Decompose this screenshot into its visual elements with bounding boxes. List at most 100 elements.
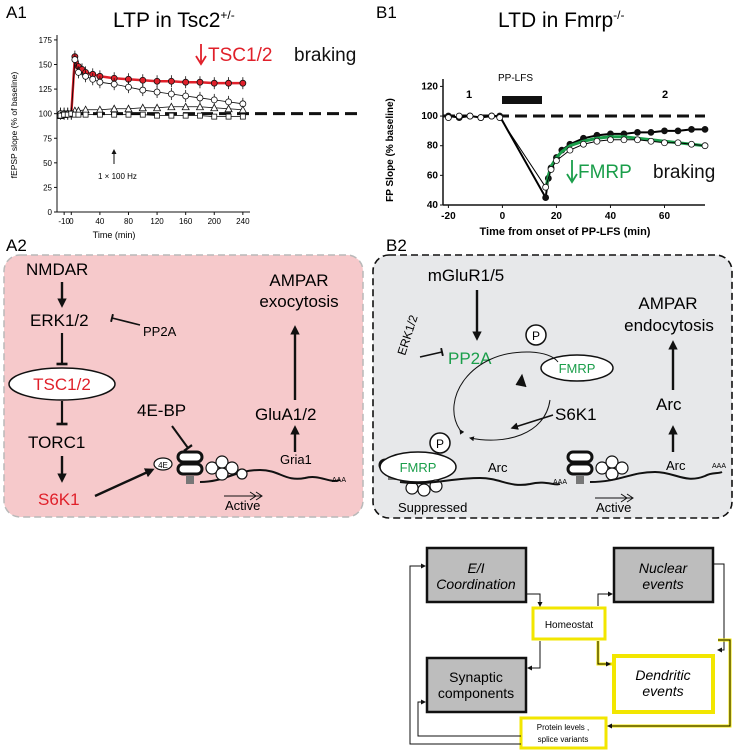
data-point	[674, 127, 682, 135]
b2-s6k1: S6K1	[555, 405, 597, 424]
nuclear-line2: events	[642, 576, 683, 592]
y-tick-label: 125	[39, 85, 53, 94]
data-point	[225, 79, 232, 87]
data-point	[152, 103, 162, 112]
data-point	[153, 88, 161, 96]
x-tick-label: -10	[58, 217, 70, 226]
edge-nuclear-dendritic	[713, 563, 725, 653]
data-point	[181, 102, 190, 111]
a2-ampar-line1: AMPAR	[269, 271, 328, 290]
synaptic-components-box	[425, 656, 528, 714]
b2-ampar-line2: endocytosis	[624, 316, 714, 335]
b1-marker-1: 1	[466, 89, 472, 101]
a2-ribosome: 4E	[153, 450, 204, 484]
data-point	[153, 77, 161, 85]
synaptic-line2: components	[438, 685, 514, 701]
a2-mrna-strand	[199, 468, 341, 483]
a1-x-axis-label: Time (min)	[93, 230, 136, 240]
ei-coordination-box	[425, 546, 528, 604]
ei-line1: E/I	[467, 560, 484, 576]
data-point	[75, 68, 82, 76]
panel-b2: B2 mGluR1/5 ERK1/2 PP2A P FMRP S6K1 P FM…	[372, 236, 733, 519]
data-point	[82, 72, 89, 80]
x-tick-label: 160	[179, 217, 193, 226]
edge-homeostat-dendritic	[597, 641, 611, 667]
data-point	[607, 136, 614, 144]
b2-fmrp-top	[540, 354, 614, 382]
b2-cycle-arc-lower	[469, 399, 551, 442]
b1-braking-arrowhead	[566, 173, 578, 184]
y-tick-label: 100	[39, 110, 53, 119]
b2-arrow-s6k1	[510, 414, 554, 430]
data-point	[647, 137, 655, 145]
panel-label-a2: A2	[6, 236, 27, 255]
b2-suppressed-mrna	[399, 476, 561, 486]
x-tick-label: 240	[236, 217, 250, 226]
data-point	[542, 194, 550, 201]
data-point	[211, 113, 218, 120]
b2-arc-2: Arc	[666, 458, 686, 473]
edge-homeostat-nuclear	[597, 591, 613, 606]
b1-braking-fmrp: FMRP	[578, 162, 632, 183]
y-tick-label: 0	[48, 208, 53, 217]
homeostat-box	[531, 606, 607, 641]
data-point	[445, 114, 452, 121]
a2-glua: GluA1/2	[255, 405, 316, 424]
a2-panel-background	[3, 254, 364, 518]
data-point	[634, 128, 641, 136]
a1-braking-tsc: TSC1/2	[208, 45, 272, 66]
data-point	[154, 112, 160, 119]
panel-label-b1: B1	[376, 3, 397, 22]
b1-title: LTD in Fmrp-/-	[498, 8, 624, 32]
x-tick-label: 0	[69, 217, 74, 226]
data-point	[96, 78, 104, 86]
b2-active-beads	[595, 455, 629, 481]
data-point	[620, 136, 628, 144]
b1-marker-2: 2	[662, 89, 668, 101]
b1-y-axis-label: FP Slope (% baseline)	[385, 98, 396, 202]
data-point	[197, 112, 203, 119]
data-point	[110, 104, 119, 113]
x-tick-label: 200	[208, 217, 222, 226]
a1-braking-arrowhead	[195, 55, 207, 66]
data-point	[661, 139, 668, 147]
x-tick-label: -20	[441, 211, 456, 222]
data-point	[593, 137, 601, 145]
ei-line2: Coordination	[436, 576, 516, 592]
b2-fmrp-top-label: FMRP	[559, 361, 596, 376]
data-point	[195, 102, 205, 111]
edge-protein-ei	[409, 563, 521, 745]
data-point	[542, 183, 550, 191]
dendritic-events-box	[612, 654, 715, 714]
homeostat-diagram: E/I Coordination Nuclear events Homeosta…	[409, 546, 732, 750]
y-tick-label: 150	[39, 61, 53, 70]
data-point	[647, 128, 655, 136]
data-point	[239, 79, 247, 87]
a2-erk: ERK1/2	[30, 311, 89, 330]
b2-phospho-p2	[429, 432, 451, 454]
data-point	[238, 105, 248, 114]
data-point	[82, 111, 89, 118]
panel-label-b2: B2	[386, 236, 407, 255]
b2-inhibit-erk-pp2a	[419, 347, 444, 358]
data-point	[182, 78, 190, 86]
data-point	[124, 104, 133, 113]
edge-dendritic-protein	[607, 639, 731, 729]
protein-line1: Protein levels ,	[537, 723, 589, 732]
b2-active-label: Active	[596, 500, 631, 515]
data-point	[547, 166, 555, 173]
b2-arc-3: Arc	[656, 395, 682, 414]
b2-suppressed-label: Suppressed	[398, 500, 467, 515]
x-tick-label: 60	[659, 211, 671, 222]
panel-a2: A2 NMDAR ERK1/2 PP2A TSC1/2 TORC1 S6K1 4…	[3, 236, 364, 518]
y-tick-label: 40	[427, 200, 439, 211]
b2-active-mrna	[589, 470, 723, 483]
a2-4ebp: 4E-BP	[137, 401, 186, 420]
b2-ampar-line1: AMPAR	[638, 294, 697, 313]
x-tick-label: 0	[500, 211, 506, 222]
a2-gria: Gria1	[280, 452, 312, 467]
a2-mrna-beads	[205, 455, 248, 481]
x-tick-label: 120	[150, 217, 164, 226]
